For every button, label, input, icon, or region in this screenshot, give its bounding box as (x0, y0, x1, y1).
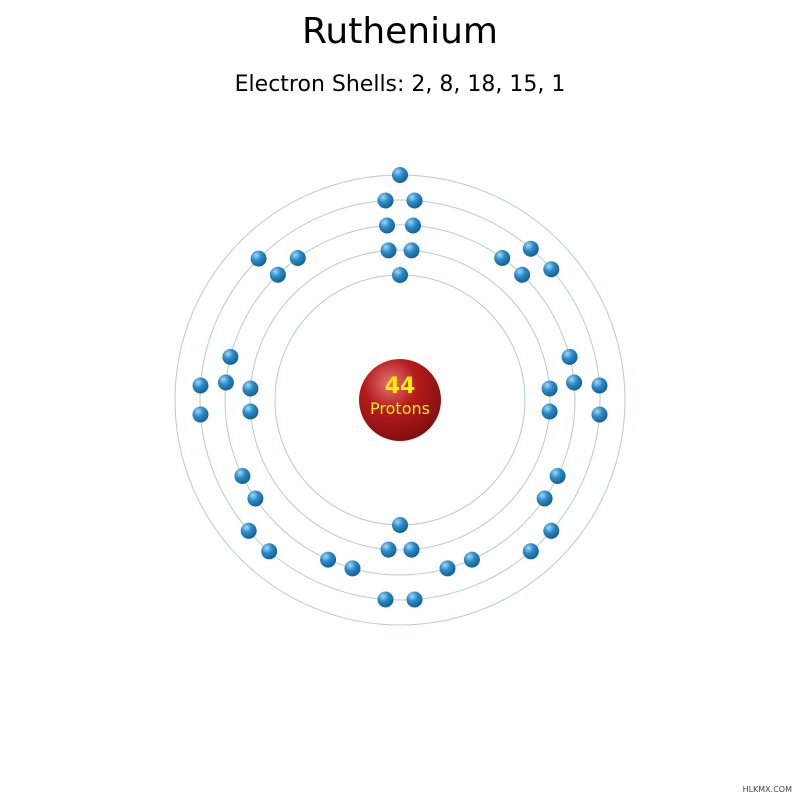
electron-shell-3 (549, 468, 566, 484)
electron-shell-4 (406, 192, 423, 209)
electron-shell-2 (403, 242, 420, 259)
electron-shell-2 (541, 403, 558, 420)
electron-shell-4 (250, 250, 267, 267)
electron-shell-4 (543, 522, 560, 539)
electron-shell-5 (392, 167, 408, 183)
electron-shell-2 (541, 380, 558, 397)
electron-shell-3 (494, 250, 511, 266)
electron-shell-3 (439, 560, 456, 577)
electron-shell-4 (522, 543, 539, 560)
electron-shell-3 (536, 490, 553, 507)
nucleus: 44 Protons (359, 359, 441, 441)
electron-shell-4 (192, 406, 209, 423)
electron-shell-3 (405, 217, 421, 234)
orbit-shell-3 (224, 224, 576, 576)
electron-shell-3 (289, 250, 306, 266)
electrons (192, 167, 608, 608)
electron-shell-3 (463, 551, 480, 568)
electron-shell-2 (242, 380, 259, 397)
proton-count: 44 (385, 374, 416, 399)
nucleus-core (359, 359, 441, 441)
electron-shell-3 (344, 560, 361, 577)
electron-shell-4 (543, 261, 560, 278)
electron-shell-3 (561, 348, 578, 365)
electron-shell-3 (222, 348, 239, 365)
orbit-shell-4 (199, 199, 601, 601)
electron-shell-4 (377, 591, 394, 608)
electron-shell-2 (380, 541, 397, 558)
electron-shell-2 (380, 242, 397, 259)
electron-shell-4 (522, 240, 539, 257)
electron-shell-4 (240, 522, 257, 539)
orbit-shell-2 (249, 249, 551, 551)
watermark: HLKMX.COM (742, 785, 792, 794)
electron-shell-3 (269, 266, 286, 283)
electron-shell-4 (406, 591, 423, 608)
protons-label: Protons (370, 399, 430, 418)
electron-shells-subtitle: Electron Shells: 2, 8, 18, 15, 1 (234, 72, 566, 97)
electron-shell-4 (192, 377, 209, 394)
electron-shell-4 (377, 192, 394, 209)
electron-shell-1 (392, 267, 408, 283)
electron-shell-3 (234, 468, 251, 484)
electron-shell-3 (514, 266, 531, 283)
electron-shell-3 (379, 217, 395, 234)
electron-shell-1 (392, 517, 408, 533)
electron-shell-2 (403, 541, 420, 558)
diagram-title: Ruthenium (302, 11, 498, 52)
electron-shell-4 (591, 377, 608, 394)
electron-shell-3 (247, 490, 264, 507)
electron-shell-4 (591, 406, 608, 423)
electron-shell-4 (261, 543, 278, 560)
electron-shell-3 (320, 551, 337, 568)
electron-shell-3 (566, 374, 583, 391)
electron-shell-2 (242, 403, 259, 420)
electron-shell-3 (217, 374, 234, 391)
